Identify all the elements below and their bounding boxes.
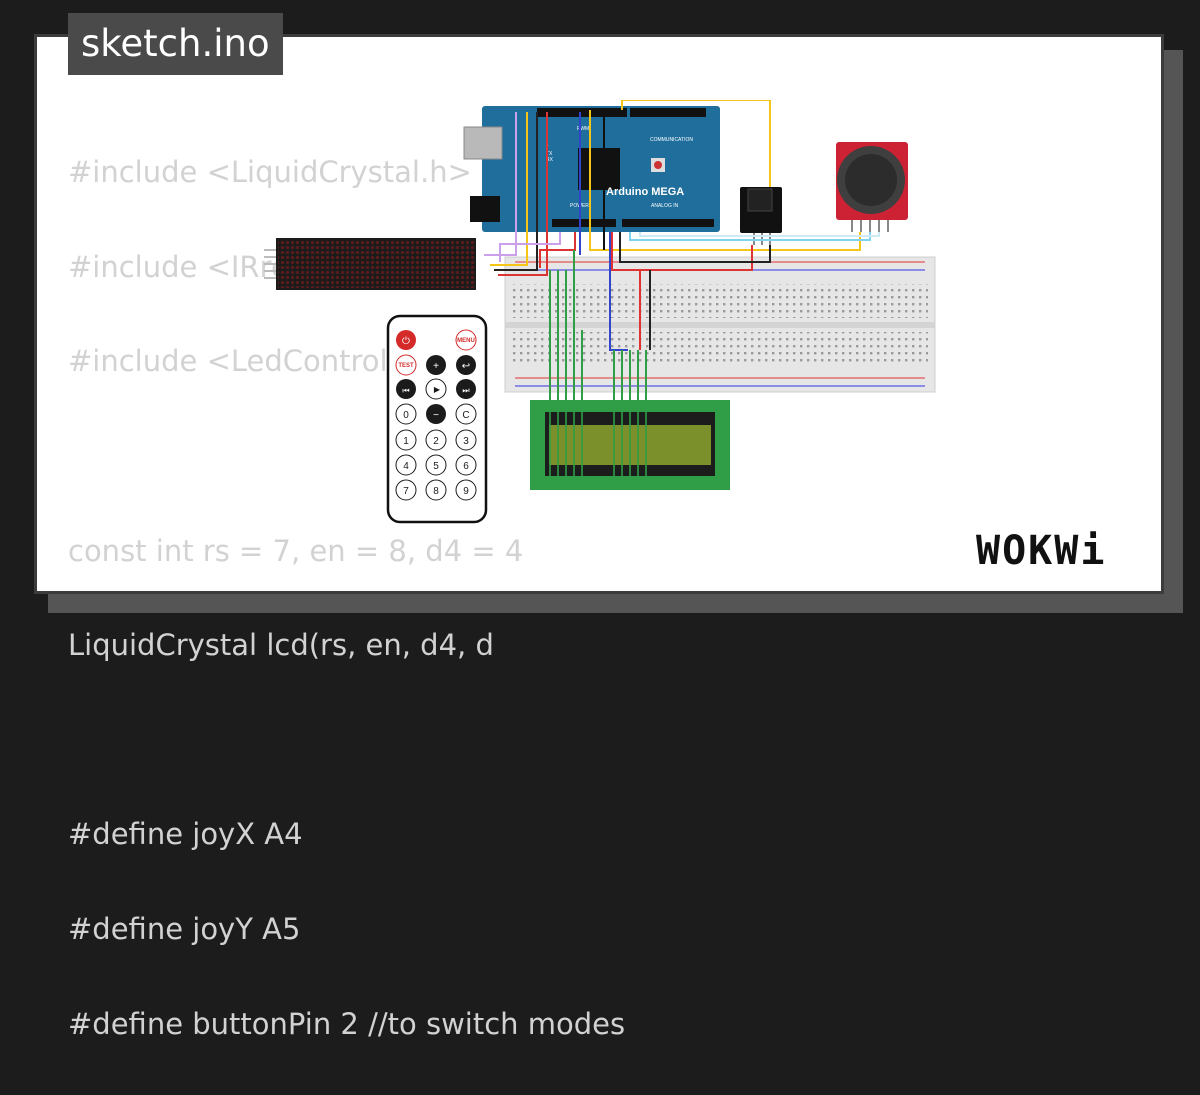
- lcd-display: [530, 400, 730, 490]
- svg-text:MENU: MENU: [457, 338, 475, 344]
- digit-8-button[interactable]: [425, 479, 447, 501]
- circuit-diagram: Arduino MEGA COMMUNICATION POWER ANALOG …: [264, 100, 936, 524]
- test-button[interactable]: [395, 354, 417, 376]
- c-button[interactable]: [455, 403, 477, 425]
- back-button-icon[interactable]: [456, 355, 476, 375]
- digit-0-button[interactable]: [395, 403, 417, 425]
- digit-1-button[interactable]: [395, 429, 417, 451]
- svg-text:+: +: [433, 361, 439, 372]
- svg-text:2: 2: [433, 436, 439, 447]
- play-button-icon[interactable]: [425, 378, 447, 400]
- ir-remote: ⏻ MENU TEST + ↩ ⏮ ▶ ⏭ 0 − C 1 2: [386, 314, 488, 524]
- svg-text:TX: TX: [546, 151, 553, 157]
- file-tab[interactable]: sketch.ino: [68, 13, 283, 75]
- code-line-7: [68, 717, 625, 764]
- svg-text:▶: ▶: [434, 385, 441, 394]
- digit-7-button[interactable]: [395, 479, 417, 501]
- digit-5-button[interactable]: [425, 454, 447, 476]
- arduino-comm-label: COMMUNICATION: [650, 137, 693, 143]
- code-line-10: #define buttonPin 2 //to switch modes: [68, 1006, 626, 1041]
- svg-text:7: 7: [403, 486, 409, 497]
- code-line-1: #include <LiquidCrystal.h>: [68, 155, 472, 190]
- svg-text:⏮: ⏮: [402, 386, 409, 395]
- digit-2-button[interactable]: [425, 429, 447, 451]
- prev-button-icon[interactable]: [396, 379, 416, 399]
- digit-9-button[interactable]: [455, 479, 477, 501]
- joystick: [836, 142, 908, 232]
- led-matrix: [264, 238, 476, 290]
- svg-text:9: 9: [463, 486, 469, 497]
- svg-text:C: C: [462, 410, 469, 421]
- svg-text:8: 8: [433, 486, 439, 497]
- next-button-icon[interactable]: [456, 379, 476, 399]
- digit-6-button[interactable]: [455, 454, 477, 476]
- svg-text:4: 4: [403, 461, 409, 472]
- code-line-8: #define joyX A4: [68, 817, 303, 852]
- minus-button[interactable]: [426, 404, 446, 424]
- svg-text:TEST: TEST: [398, 363, 414, 369]
- svg-text:0: 0: [403, 410, 409, 421]
- breadboard: [504, 256, 936, 393]
- arduino-label: Arduino MEGA: [606, 186, 684, 198]
- digit-3-button[interactable]: [455, 429, 477, 451]
- wokwi-logo: WOKWi: [976, 528, 1107, 574]
- svg-text:6: 6: [463, 461, 469, 472]
- svg-text:⏭: ⏭: [462, 386, 469, 395]
- code-line-5: const int rs = 7, en = 8, d4 = 4: [68, 533, 524, 568]
- svg-text:⏻: ⏻: [402, 336, 410, 347]
- svg-text:RX: RX: [546, 157, 554, 163]
- svg-text:3: 3: [463, 436, 469, 447]
- svg-text:5: 5: [433, 461, 439, 472]
- plus-button[interactable]: [426, 355, 446, 375]
- arduino-pwm-label: PWM: [577, 126, 589, 132]
- wires: [484, 100, 880, 400]
- code-line-6: LiquidCrystal lcd(rs, en, d4, d: [68, 628, 494, 663]
- power-button-icon[interactable]: [396, 330, 416, 350]
- menu-button[interactable]: [455, 329, 477, 351]
- arduino-analog-label: ANALOG IN: [651, 203, 679, 209]
- code-line-9: #define joyY A5: [68, 912, 301, 947]
- svg-text:−: −: [433, 410, 439, 421]
- digit-4-button[interactable]: [395, 454, 417, 476]
- svg-text:1: 1: [403, 436, 409, 447]
- svg-text:↩: ↩: [462, 361, 470, 372]
- arduino-mega: Arduino MEGA COMMUNICATION POWER ANALOG …: [463, 106, 720, 232]
